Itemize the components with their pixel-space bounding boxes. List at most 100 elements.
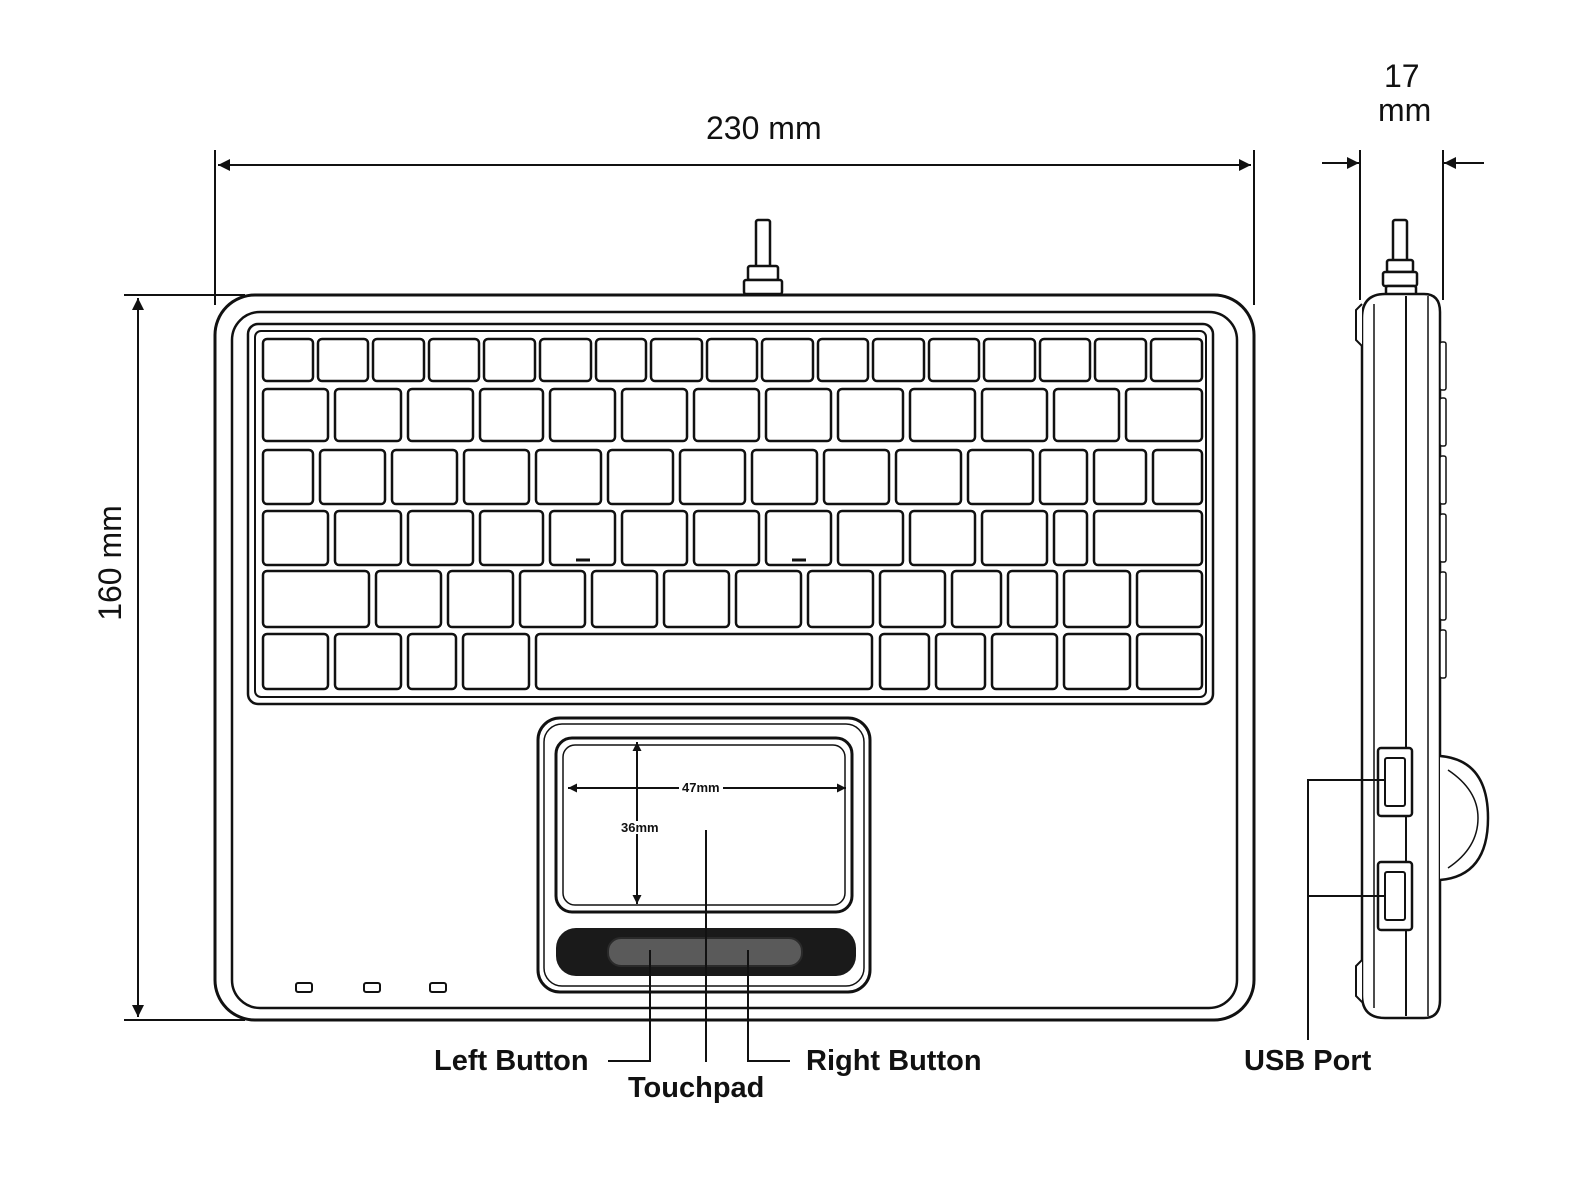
key-r1-8 — [649, 337, 704, 383]
key-r1-11 — [816, 337, 870, 383]
key-r5-63 — [662, 569, 731, 629]
callout-leaders — [608, 830, 790, 1062]
key-r3-43 — [1092, 448, 1148, 506]
width-label: 230 mm — [706, 110, 822, 146]
key-r4-52 — [764, 509, 833, 567]
key-r3-42 — [1038, 448, 1089, 506]
right-button-callout: Right Button — [806, 1045, 982, 1077]
key-r6-74 — [461, 632, 531, 691]
key-r5-62 — [590, 569, 659, 629]
key-r6-80 — [1135, 632, 1204, 691]
key-r4-55 — [980, 509, 1049, 567]
key-r6-72 — [333, 632, 403, 691]
key-r1-5 — [482, 337, 537, 383]
key-r2-20 — [406, 387, 475, 443]
key-r5-68 — [1006, 569, 1059, 629]
key-r1-4 — [427, 337, 481, 383]
key-r1-13 — [927, 337, 981, 383]
key-r2-18 — [261, 387, 330, 443]
key-r2-29 — [1052, 387, 1121, 443]
key-r3-35 — [534, 448, 603, 506]
key-r5-70 — [1135, 569, 1204, 629]
height-dimension — [124, 294, 245, 1021]
left-button-callout: Left Button — [434, 1045, 589, 1077]
key-r1-3 — [371, 337, 426, 383]
key-r2-24 — [692, 387, 761, 443]
key-r2-28 — [980, 387, 1049, 443]
key-r6-76 — [878, 632, 931, 691]
key-r1-9 — [705, 337, 759, 383]
key-r1-1 — [261, 337, 315, 383]
side-view — [1355, 218, 1490, 1020]
key-r2-23 — [620, 387, 689, 443]
key-r3-32 — [318, 448, 387, 506]
key-r5-61 — [518, 569, 587, 629]
key-r5-59 — [374, 569, 443, 629]
key-r4-54 — [908, 509, 977, 567]
key-r4-45 — [261, 509, 330, 567]
key-r5-66 — [878, 569, 947, 629]
key-r1-12 — [871, 337, 926, 383]
key-r4-51 — [692, 509, 761, 567]
indicator-leds — [295, 982, 447, 993]
key-r2-19 — [333, 387, 403, 443]
key-r6-73 — [406, 632, 458, 691]
key-r3-33 — [390, 448, 459, 506]
key-r3-41 — [966, 448, 1035, 506]
key-r5-60 — [446, 569, 515, 629]
height-label: 160 mm — [92, 505, 128, 621]
key-r2-26 — [836, 387, 905, 443]
key-r4-49 — [548, 509, 617, 567]
key-r1-7 — [594, 337, 648, 383]
usb-callout-leader — [1307, 779, 1384, 1040]
key-r1-6 — [538, 337, 593, 383]
key-r4-47 — [406, 509, 475, 567]
key-r2-25 — [764, 387, 833, 443]
key-r1-14 — [982, 337, 1037, 383]
touchpad-callout: Touchpad — [628, 1072, 765, 1104]
key-r6-75 — [534, 632, 874, 691]
depth-unit-label: mm — [1378, 92, 1432, 128]
key-r3-36 — [606, 448, 675, 506]
key-r4-56 — [1052, 509, 1089, 567]
key-r4-46 — [333, 509, 403, 567]
depth-value-label: 17 — [1384, 58, 1420, 94]
touchpad-height-label: 36mm — [618, 821, 662, 834]
depth-dimension — [1322, 150, 1484, 300]
key-r5-67 — [950, 569, 1003, 629]
key-r3-31 — [261, 448, 315, 506]
width-dimension — [214, 150, 1255, 305]
key-r3-44 — [1151, 448, 1204, 506]
key-r5-69 — [1062, 569, 1132, 629]
key-r3-38 — [750, 448, 819, 506]
key-r5-58 — [261, 569, 371, 629]
key-r4-48 — [478, 509, 545, 567]
key-r4-53 — [836, 509, 905, 567]
key-r3-39 — [822, 448, 891, 506]
key-r3-34 — [462, 448, 531, 506]
key-r4-50 — [620, 509, 689, 567]
key-r3-40 — [894, 448, 963, 506]
key-r2-30 — [1124, 387, 1204, 443]
key-r1-10 — [760, 337, 815, 383]
key-r6-79 — [1062, 632, 1132, 691]
key-r2-22 — [548, 387, 617, 443]
key-r6-78 — [990, 632, 1059, 691]
key-r3-37 — [678, 448, 747, 506]
key-r6-77 — [934, 632, 987, 691]
key-r2-21 — [478, 387, 545, 443]
key-grid — [261, 337, 1204, 691]
key-r2-27 — [908, 387, 977, 443]
usb-port-callout: USB Port — [1244, 1045, 1372, 1077]
cable-front — [742, 218, 784, 296]
key-r5-65 — [806, 569, 875, 629]
key-r1-17 — [1149, 337, 1204, 383]
key-r1-16 — [1093, 337, 1148, 383]
key-r6-71 — [261, 632, 330, 691]
key-r4-57 — [1092, 509, 1204, 567]
touchpad-width-label: 47mm — [679, 781, 723, 794]
key-r5-64 — [734, 569, 803, 629]
key-r1-2 — [316, 337, 370, 383]
key-r1-15 — [1038, 337, 1092, 383]
